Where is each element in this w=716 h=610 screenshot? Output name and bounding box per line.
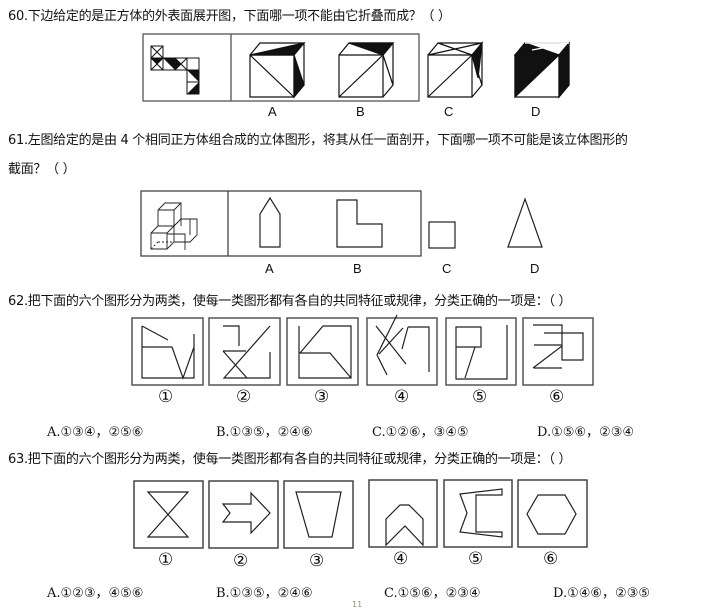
q61-label-d: D <box>530 261 540 276</box>
q61-label-a: A <box>265 261 274 276</box>
q63-number-5: ⑤ <box>468 549 484 569</box>
q62-number-2: ② <box>236 387 252 407</box>
question-61-text-line1: 61.左图给定的是由 4 个相同正方体组合成的立体图形，将其从任一面剖开，下面哪… <box>8 133 628 148</box>
q63-number-6: ⑥ <box>543 549 559 569</box>
q63-number-4: ④ <box>393 549 409 569</box>
q63-number-2: ② <box>233 551 249 571</box>
q61-figure <box>140 190 543 257</box>
q62-option-d: D.①⑤⑥，②③④ <box>537 425 635 440</box>
question-60-text: 60.下边给定的是正方体的外表面展开图，下面哪一项不能由它折叠而成？（ ） <box>8 9 451 24</box>
q60-label-a: A <box>268 104 277 119</box>
q62-number-5: ⑤ <box>472 387 488 407</box>
q62-number-3: ③ <box>314 387 330 407</box>
q63-number-3: ③ <box>309 551 325 571</box>
q62-option-a: A.①③④，②⑤⑥ <box>47 425 144 440</box>
q62-option-c: C.①②⑥，③④⑤ <box>372 425 469 440</box>
q63-option-d: D.①④⑥，②③⑤ <box>553 586 651 601</box>
question-63-text: 63.把下面的六个图形分为两类，使每一类图形都有各自的共同特征或规律，分类正确的… <box>8 452 572 467</box>
q62-number-4: ④ <box>394 387 410 407</box>
q62-number-1: ① <box>158 387 174 407</box>
q61-label-c: C <box>442 261 452 276</box>
q60-label-c: C <box>444 104 454 119</box>
q62-number-6: ⑥ <box>549 387 565 407</box>
q63-option-a: A.①②③，④⑤⑥ <box>47 586 144 601</box>
q60-label-b: B <box>356 104 365 119</box>
q62-option-b: B.①③⑤，②④⑥ <box>216 425 313 440</box>
question-62-text: 62.把下面的六个图形分为两类，使每一类图形都有各自的共同特征或规律，分类正确的… <box>8 294 572 309</box>
q63-option-b: B.①③⑤，②④⑥ <box>216 586 313 601</box>
q60-figure <box>142 33 571 102</box>
question-61-text-line2: 截面？（ ） <box>8 162 76 177</box>
q61-label-b: B <box>353 261 362 276</box>
page-number: 11 <box>352 600 363 609</box>
q63-option-c: C.①⑤⑥，②③④ <box>384 586 481 601</box>
q63-number-1: ① <box>158 550 174 570</box>
q60-label-d: D <box>531 104 541 119</box>
